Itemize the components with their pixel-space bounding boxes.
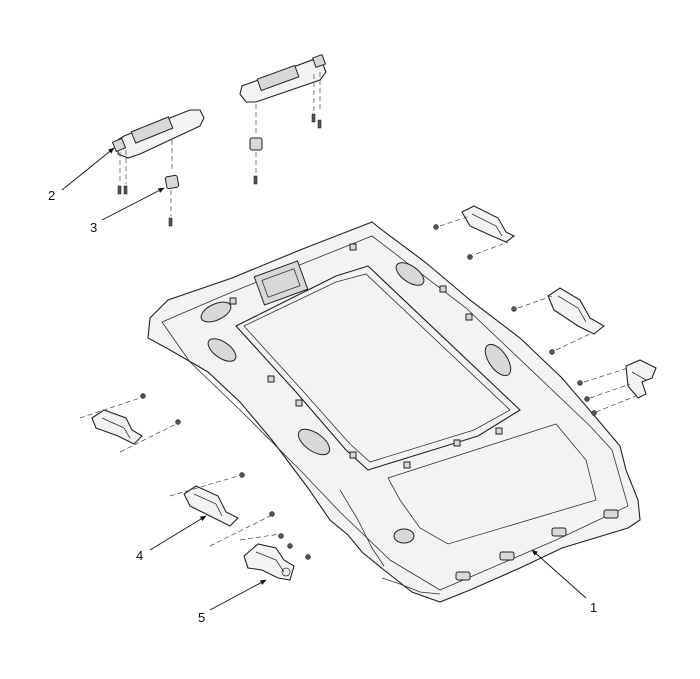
leader-5 bbox=[209, 579, 267, 611]
callout-4: 4 bbox=[136, 548, 143, 563]
sun-visor-left bbox=[111, 109, 205, 195]
assist-handle-bracket-right-middle bbox=[511, 287, 605, 355]
leader-1 bbox=[531, 549, 587, 599]
assist-handle-bracket-left-front bbox=[79, 393, 181, 453]
leader-3 bbox=[101, 187, 165, 221]
sunroof-opening bbox=[235, 265, 521, 471]
leader-4 bbox=[149, 515, 207, 551]
leader-2 bbox=[61, 147, 115, 191]
callout-2: 2 bbox=[48, 188, 55, 203]
callout-5: 5 bbox=[198, 610, 205, 625]
callout-3: 3 bbox=[90, 220, 97, 235]
assist-handle-bracket-left-rear bbox=[169, 472, 275, 547]
callout-1: 1 bbox=[590, 600, 597, 615]
visor-holder-left bbox=[164, 174, 180, 227]
assist-handle-bracket-right-front bbox=[433, 205, 516, 260]
bracket-part-5 bbox=[239, 533, 311, 581]
headliner-panel bbox=[147, 221, 641, 603]
assist-handle-bracket-right-rear bbox=[577, 359, 657, 416]
sun-visor-right bbox=[239, 53, 327, 185]
